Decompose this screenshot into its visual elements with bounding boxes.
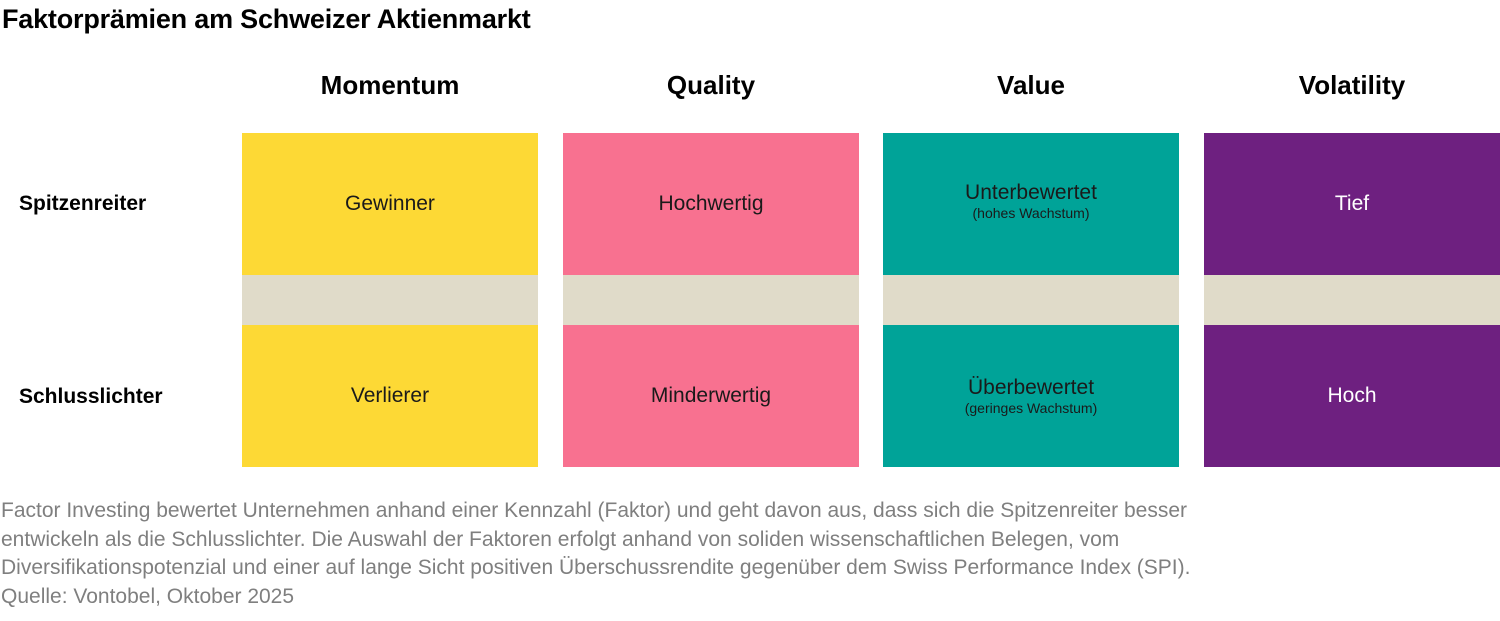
cell-main-text: Verlierer xyxy=(350,384,430,407)
cell-momentum-bottom: Verlierer xyxy=(242,325,538,467)
cell-quality-bottom: Minderwertig xyxy=(563,325,859,467)
cell-value-bottom: Überbewertet (geringes Wachstum) xyxy=(883,325,1179,467)
page-title: Faktorprämien am Schweizer Aktienmarkt xyxy=(2,4,531,34)
divider-band xyxy=(1204,275,1500,325)
row-label-top: Spitzenreiter xyxy=(19,192,147,215)
row-label-bottom: Schlusslichter xyxy=(19,385,163,408)
column-header-volatility: Volatility xyxy=(1298,70,1406,100)
cell-main-text: Hochwertig xyxy=(658,192,764,215)
factor-column-momentum: Gewinner Verlierer xyxy=(242,133,538,467)
footnote-line: Diversifikationspotenzial und einer auf … xyxy=(1,556,1191,579)
cell-main-text: Unterbewertet xyxy=(965,181,1097,204)
factor-column-value: Unterbewertet (hohes Wachstum) Überbewer… xyxy=(883,133,1179,467)
factor-column-quality: Hochwertig Minderwertig xyxy=(563,133,859,467)
footnote-line: entwickeln als die Schlusslichter. Die A… xyxy=(1,527,1120,551)
cell-volatility-top: Tief xyxy=(1204,133,1500,275)
column-header-value: Value xyxy=(997,70,1065,100)
factor-column-volatility: Tief Hoch xyxy=(1204,133,1500,467)
cell-sub-text: (geringes Wachstum) xyxy=(964,400,1098,416)
cell-main-text: Gewinner xyxy=(345,192,435,215)
divider-band xyxy=(563,275,859,325)
cell-value-top: Unterbewertet (hohes Wachstum) xyxy=(883,133,1179,275)
cell-main-text: Hoch xyxy=(1327,384,1377,407)
column-header-momentum: Momentum xyxy=(320,70,460,100)
footnote-line: Factor Investing bewertet Unternehmen an… xyxy=(1,499,1188,522)
divider-band xyxy=(883,275,1179,325)
cell-sub-text: (hohes Wachstum) xyxy=(972,205,1090,221)
cell-main-text: Überbewertet xyxy=(967,376,1095,399)
column-header-quality: Quality xyxy=(666,70,756,100)
cell-main-text: Tief xyxy=(1334,192,1370,215)
footnote: Factor Investing bewertet Unternehmen an… xyxy=(1,497,1500,611)
cell-volatility-bottom: Hoch xyxy=(1204,325,1500,467)
divider-band xyxy=(242,275,538,325)
cell-quality-top: Hochwertig xyxy=(563,133,859,275)
source-note: Quelle: Vontobel, Oktober 2025 xyxy=(1,584,295,608)
cell-main-text: Minderwertig xyxy=(650,384,772,407)
cell-momentum-top: Gewinner xyxy=(242,133,538,275)
